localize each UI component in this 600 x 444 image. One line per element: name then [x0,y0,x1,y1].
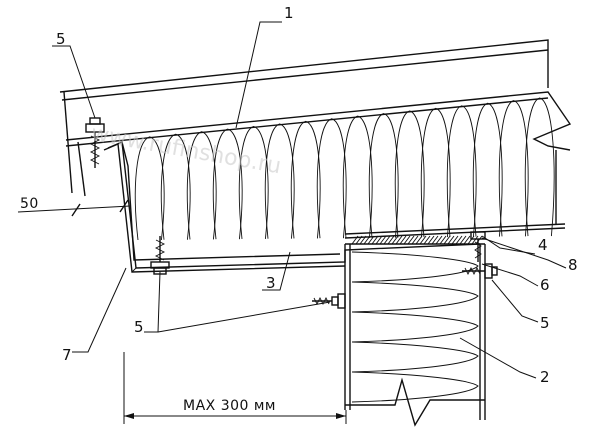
seal-hatch-line [351,235,359,245]
seal-hatch-line [367,235,375,245]
seal-hatch-line [443,235,451,245]
callout-5-top: 5 [56,30,66,48]
roof-wool-fibre [264,123,295,239]
seal-hatch-line [455,235,463,245]
seal-hatch-line [431,235,439,245]
seal-hatch-line [399,235,407,245]
seal-hatch-line [459,235,467,245]
callout-6: 6 [540,276,550,294]
roof-wool-fibre [134,136,165,241]
roof-wool-fibre [342,115,373,238]
roof-wool-fibre [160,133,191,240]
roof-wool-fibre [446,105,477,237]
roof-wool-fibre [212,128,243,240]
seal-hatch-line [375,235,383,245]
seal-hatch-line [387,235,395,245]
roof-wool-fibre [290,120,321,239]
roof-wool-fibre [394,110,425,238]
seal-hatch-line [451,235,459,245]
roof-wool-fibre [524,97,555,237]
seal-hatch-line [379,235,387,245]
eave-flashing [103,140,481,273]
watermark: www.rufinshop.ru [89,121,283,179]
roof-wool-fibre [368,113,399,238]
callout-3: 3 [266,274,276,292]
seal-hatch-line [355,235,363,245]
sealing-tape [351,235,483,245]
fastener-wall [312,293,346,309]
seal-hatch-line [447,235,455,245]
seal-hatch-line [411,235,419,245]
seal-hatch-line [419,235,427,245]
seal-hatch-line [467,235,475,245]
seal-hatch-line [463,235,471,245]
callout-7: 7 [62,346,72,364]
callout-2: 2 [540,368,550,386]
roof-panel-insulation [134,97,555,241]
wall-wool-fibre [351,341,479,373]
wall-wool-fibre [351,311,479,343]
wall-panel-insulation [351,251,479,403]
callout-5-bottom-left: 5 [134,318,144,336]
dimension-max-span-text: MAX 300 мм [183,398,276,414]
dimension-overhang-text: 50 [20,196,39,212]
seal-hatch-line [363,235,371,245]
roof-wool-fibre [186,131,217,240]
roof-wool-fibre [316,118,347,239]
wall-wool-fibre [351,251,479,283]
seal-hatch-line [395,235,403,245]
seal-hatch-line [435,235,443,245]
seal-hatch-line [371,235,379,245]
seal-hatch-line [475,235,483,245]
seal-hatch-line [439,235,447,245]
wall-wool-fibre [351,281,479,313]
roof-wool-fibre [420,107,451,238]
seal-hatch-line [403,235,411,245]
fastener-right-lower [462,263,498,279]
callout-4: 4 [538,236,548,254]
seal-hatch-line [427,235,435,245]
dimension-max-span [123,352,347,424]
wall-wool-fibre [351,371,479,403]
roof-wool-fibre [498,100,529,237]
seal-hatch-line [391,235,399,245]
callout-1: 1 [284,4,294,22]
seal-hatch-line [383,235,391,245]
seal-hatch-line [407,235,415,245]
callout-8: 8 [568,256,578,274]
fastener-right-upper [470,231,486,262]
dimension-overhang [17,199,131,217]
roof-wool-fibre [238,126,269,240]
seal-hatch-line [471,235,479,245]
seal-hatch-line [423,235,431,245]
leader-lines [52,21,567,379]
roof-wool-fibre [472,102,503,237]
callout-5-right: 5 [540,314,550,332]
fastener-bottom-left [150,236,170,275]
seal-hatch-line [359,235,367,245]
fastener-top [85,117,105,168]
seal-hatch-line [415,235,423,245]
